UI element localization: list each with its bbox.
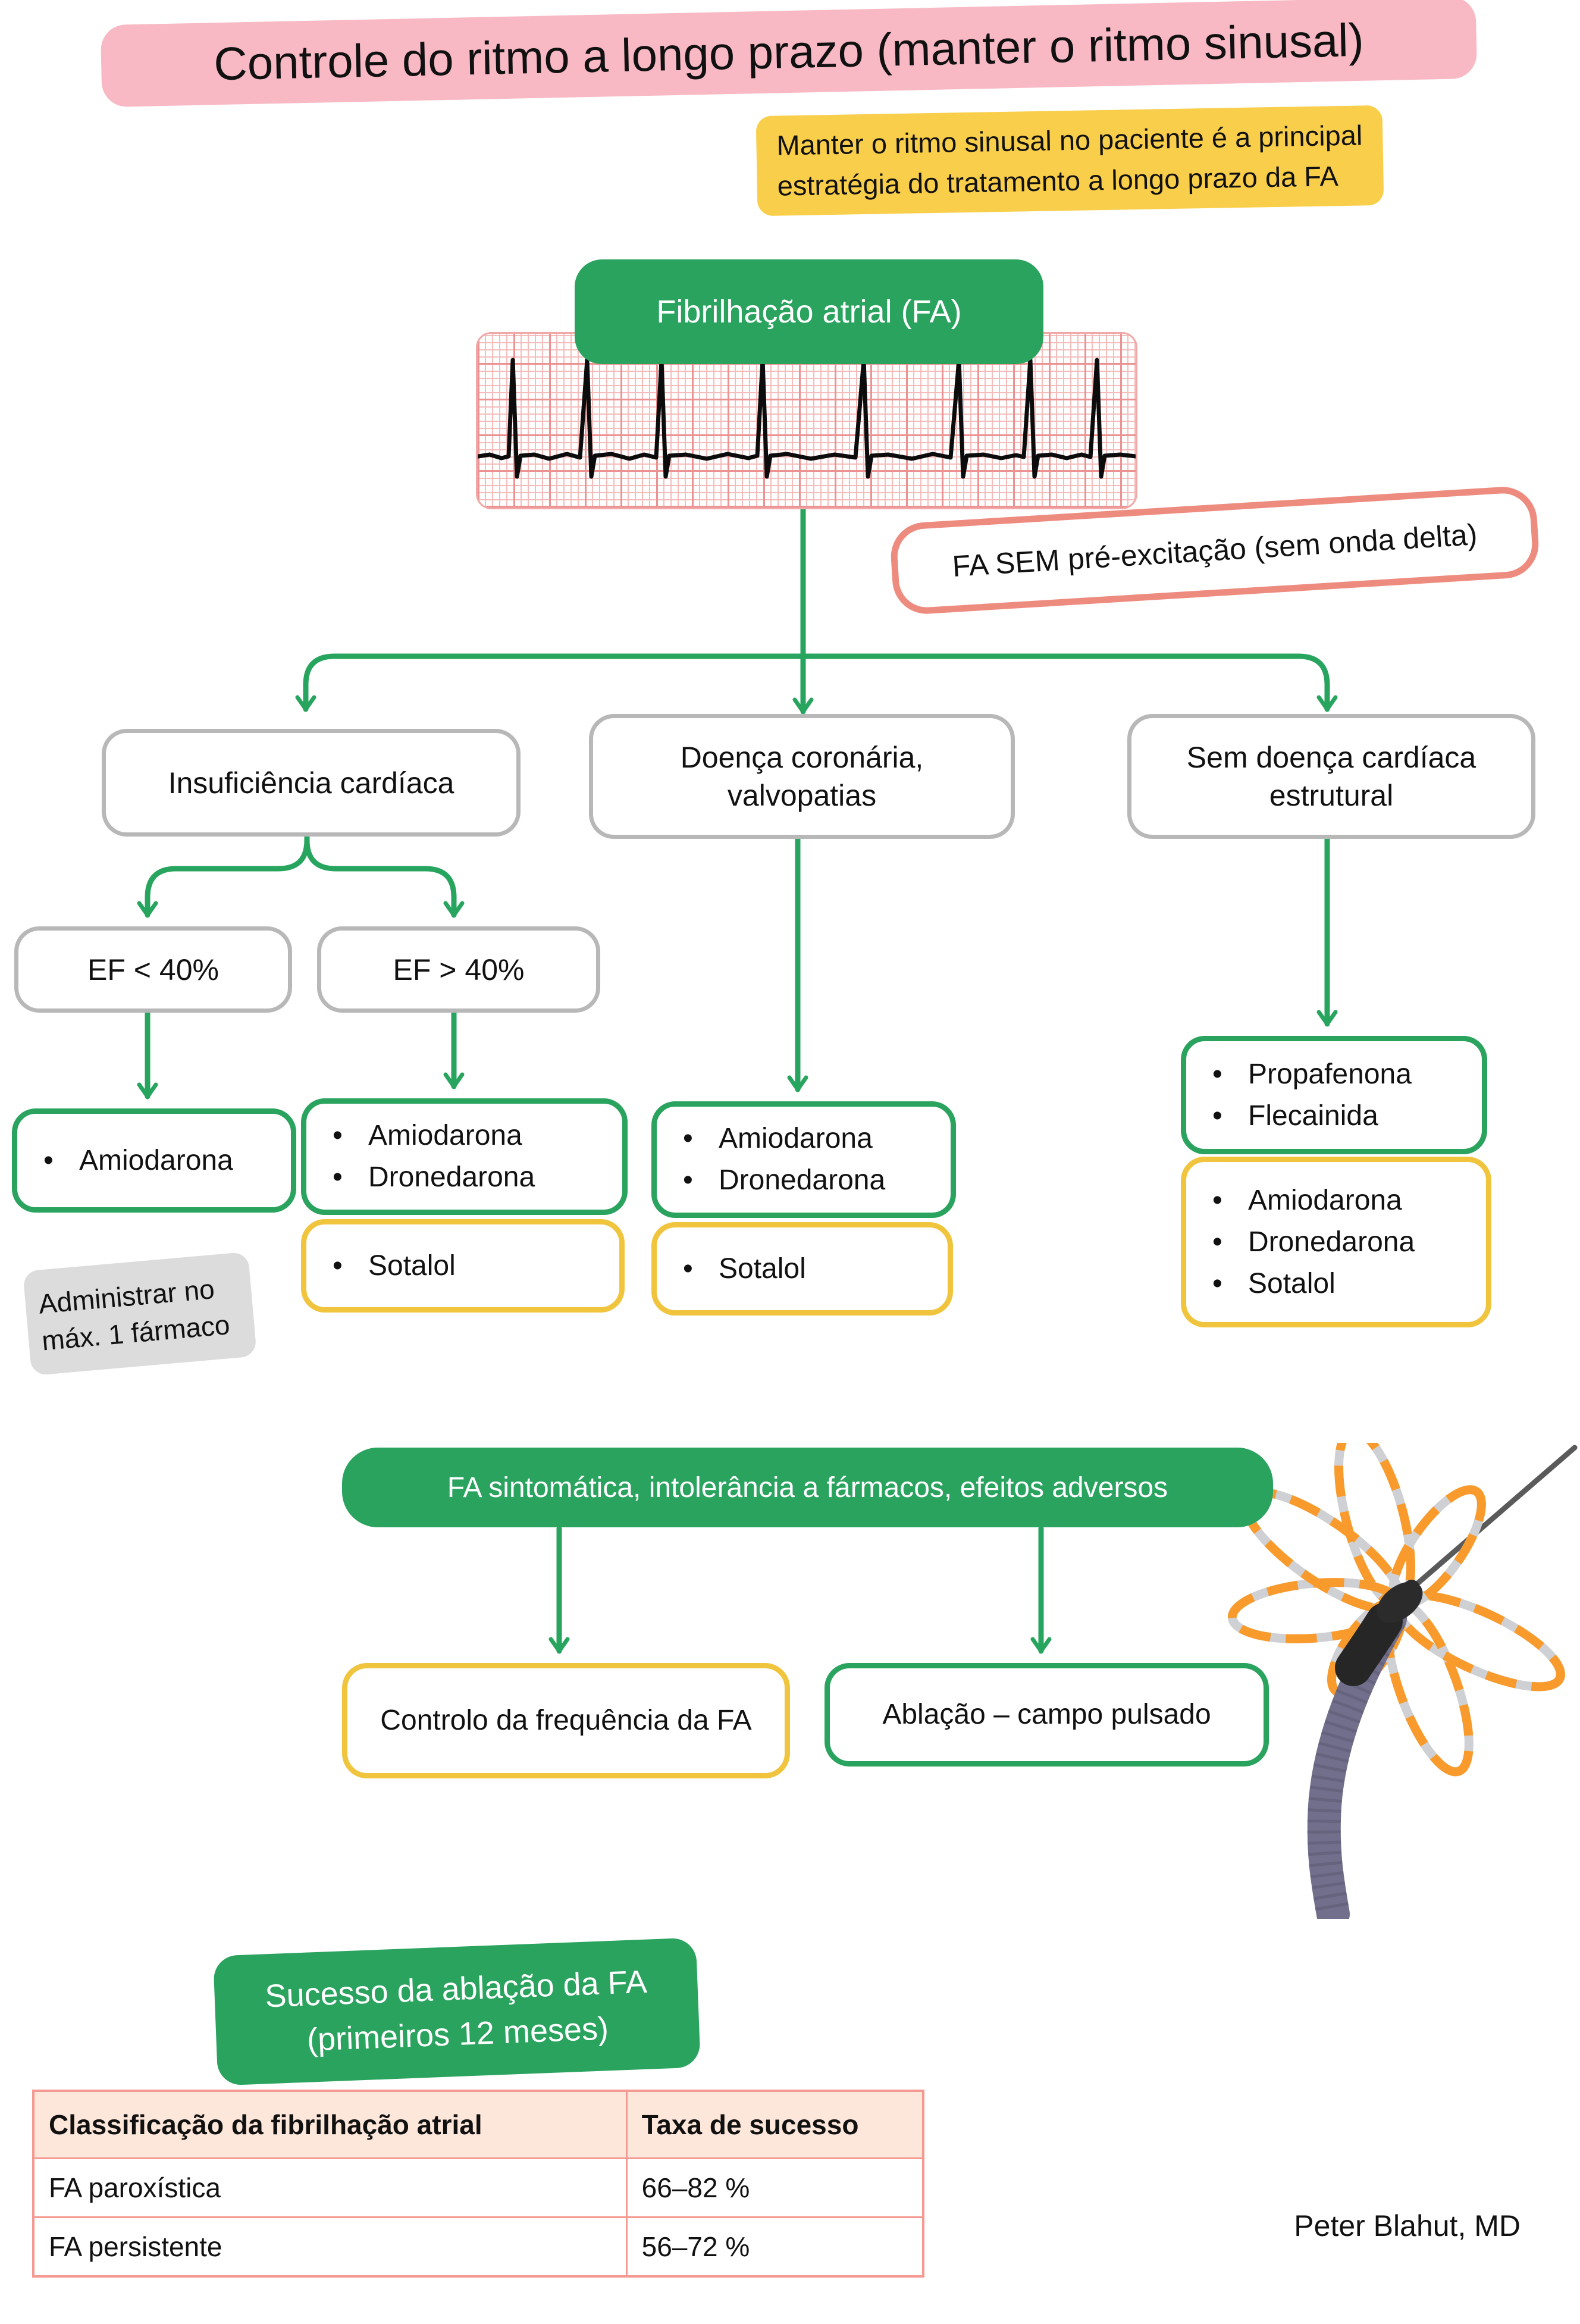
node-heart-failure-label: Insuficiência cardíaca xyxy=(168,766,454,800)
table-cell-rate: 56–72 % xyxy=(625,2216,924,2278)
drug-item: Dronedarona xyxy=(306,1157,622,1198)
ecg-annotation-text: FA SEM pré-excitação (sem onda delta) xyxy=(951,518,1478,583)
drug-item: Amiodarona xyxy=(17,1140,291,1182)
table-header-classification: Classificação da fibrilhação atrial xyxy=(32,2090,628,2159)
node-coronary-valve-disease: Doença coronária, valvopatias xyxy=(589,714,1015,839)
node-pulsed-field-ablation: Ablação – campo pulsado xyxy=(825,1663,1269,1767)
drugs-no-structural-first-line: Propafenona Flecainida xyxy=(1181,1036,1487,1154)
symptomatic-fa-bar: FA sintomática, intolerância a fármacos,… xyxy=(342,1448,1273,1527)
node-ef-above-40: EF > 40% xyxy=(317,926,600,1013)
ecg-trace xyxy=(478,358,1136,479)
drugs-coronary-second-line: Sotalol xyxy=(651,1222,953,1316)
drugs-no-structural-second-line: Amiodarona Dronedarona Sotalol xyxy=(1181,1157,1491,1327)
node-atrial-fibrillation: Fibrilhação atrial (FA) xyxy=(575,259,1043,364)
table-cell-classification: FA persistente xyxy=(32,2216,628,2278)
drug-item: Sotalol xyxy=(657,1248,948,1290)
node-heart-failure: Insuficiência cardíaca xyxy=(102,729,521,837)
ablation-success-header: Sucesso da ablação da FA (primeiros 12 m… xyxy=(213,1937,701,2086)
drug-item: Sotalol xyxy=(1186,1263,1486,1305)
drug-item: Flecainida xyxy=(1186,1095,1482,1137)
node-rate-control-label: Controlo da frequência da FA xyxy=(380,1705,752,1736)
author-credit: Peter Blahut, MD xyxy=(1223,2209,1521,2243)
node-ef-below-40: EF < 40% xyxy=(14,926,292,1013)
table-header-row: Classificação da fibrilhação atrial Taxa… xyxy=(32,2090,924,2159)
node-pulsed-field-ablation-label: Ablação – campo pulsado xyxy=(882,1699,1211,1730)
drugs-ef-above-40-second-line: Sotalol xyxy=(301,1219,625,1313)
table-row: FA paroxística 66–82 % xyxy=(32,2157,924,2218)
drug-item: Dronedarona xyxy=(1186,1221,1486,1263)
node-no-structural-disease-label: Sem doença cardíaca estrutural xyxy=(1186,741,1476,812)
drug-item: Sotalol xyxy=(306,1245,619,1287)
ablation-success-table: Classificação da fibrilhação atrial Taxa… xyxy=(32,2090,924,2278)
symptomatic-fa-bar-text: FA sintomática, intolerância a fármacos,… xyxy=(447,1471,1168,1504)
drug-item: Amiodarona xyxy=(657,1118,951,1160)
drugs-coronary-first-line: Amiodarona Dronedarona xyxy=(651,1101,956,1218)
page-title-text: Controle do ritmo a longo prazo (manter … xyxy=(213,13,1365,90)
drug-item: Propafenona xyxy=(1186,1054,1482,1095)
drugs-ef-above-40-first-line: Amiodarona Dronedarona xyxy=(301,1098,628,1215)
drug-item: Amiodarona xyxy=(1186,1180,1486,1221)
node-coronary-valve-disease-label: Doença coronária, valvopatias xyxy=(680,741,924,812)
author-credit-text: Peter Blahut, MD xyxy=(1294,2209,1521,2242)
table-cell-rate: 66–82 % xyxy=(625,2157,924,2218)
table-cell-classification: FA paroxística xyxy=(32,2157,628,2218)
node-atrial-fibrillation-label: Fibrilhação atrial (FA) xyxy=(656,294,962,330)
intro-note: Manter o ritmo sinusal no paciente é a p… xyxy=(755,105,1384,217)
max-one-drug-note: Administrar no máx. 1 fármaco xyxy=(23,1251,257,1376)
ecg-strip xyxy=(476,332,1137,509)
drugs-ef-below-40-first-line: Amiodarona xyxy=(12,1108,296,1213)
drug-item: Dronedarona xyxy=(657,1160,951,1201)
drug-item: Amiodarona xyxy=(306,1115,622,1157)
node-no-structural-disease: Sem doença cardíaca estrutural xyxy=(1127,714,1535,839)
node-ef-below-40-label: EF < 40% xyxy=(87,953,219,986)
node-rate-control: Controlo da frequência da FA xyxy=(342,1663,790,1778)
table-header-success-rate: Taxa de sucesso xyxy=(625,2090,924,2159)
table-row: FA persistente 56–72 % xyxy=(32,2216,924,2278)
max-one-drug-note-text: Administrar no máx. 1 fármaco xyxy=(37,1273,231,1357)
ablation-catheter-illustration xyxy=(1227,1443,1578,1919)
node-ef-above-40-label: EF > 40% xyxy=(393,953,525,986)
